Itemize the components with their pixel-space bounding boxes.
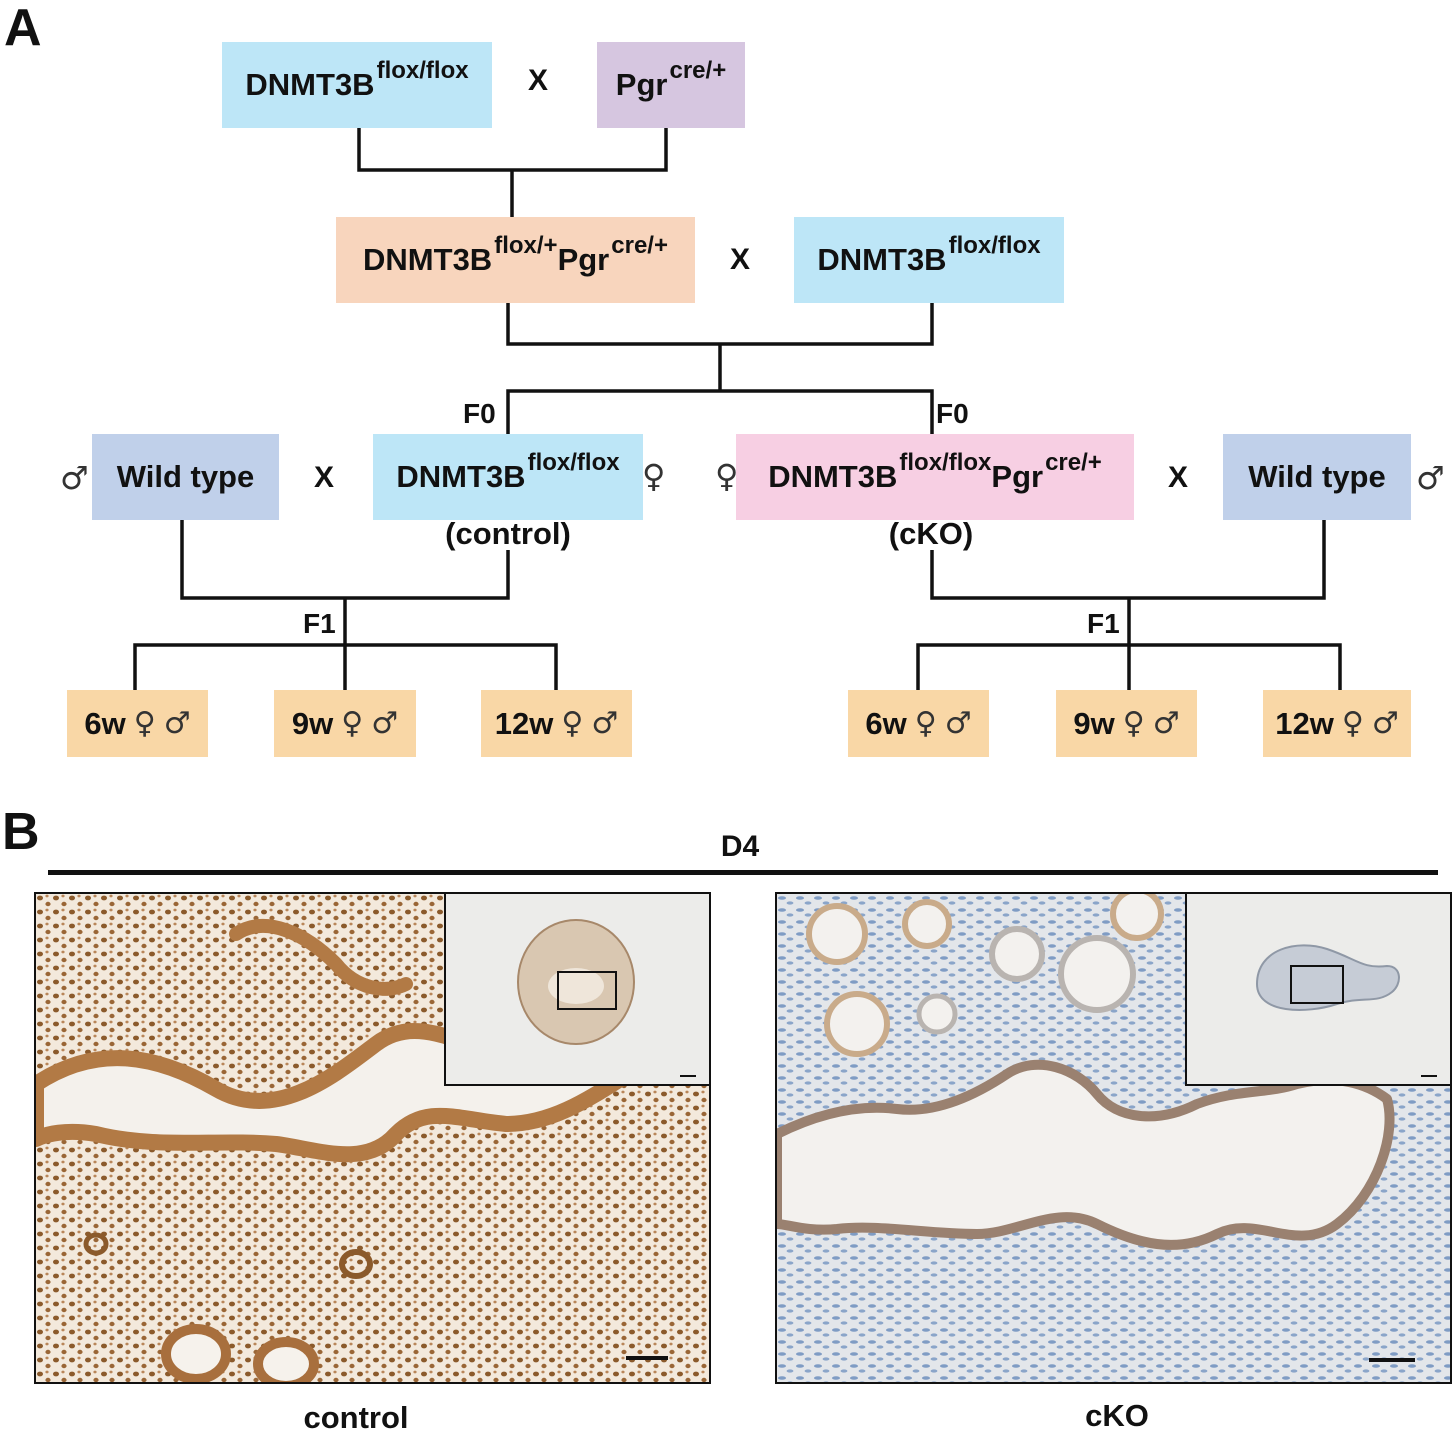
genotype-base: Pgr bbox=[991, 459, 1044, 494]
timepoint-label: D4 bbox=[720, 830, 760, 863]
age-label: 12w bbox=[1275, 705, 1334, 741]
age-box-control-9w: 9w♀♂ bbox=[274, 690, 416, 757]
micrograph-cko bbox=[775, 892, 1452, 1384]
genotype-sup: cre/+ bbox=[611, 232, 668, 259]
timepoint-bar bbox=[48, 870, 1438, 875]
age-box-control-6w: 6w♀♂ bbox=[67, 690, 208, 757]
genotype-base: DNMT3B bbox=[245, 67, 375, 102]
generation-label-f0-left: F0 bbox=[463, 398, 496, 429]
male-symbol: ♂ bbox=[163, 706, 191, 741]
cross-symbol-row2: X bbox=[730, 243, 751, 276]
age-box-control-12w: 12w♀♂ bbox=[481, 690, 632, 757]
micrograph-control bbox=[34, 892, 711, 1384]
generation-label-f1-right: F1 bbox=[1087, 608, 1120, 639]
generation-label-f0-right: F0 bbox=[936, 398, 969, 429]
age-box-cko-12w: 12w♀♂ bbox=[1263, 690, 1411, 757]
connector-row2 bbox=[506, 302, 934, 346]
scale-bar bbox=[1369, 1358, 1415, 1362]
wild-type-label: Wild type bbox=[116, 459, 255, 494]
genotype-base: DNMT3B bbox=[817, 242, 947, 277]
cross-symbol-left: X bbox=[314, 461, 335, 494]
pedigree-connectors bbox=[133, 128, 1342, 690]
female-symbol: ♀ bbox=[1341, 706, 1364, 741]
genotype-base: DNMT3B bbox=[396, 459, 526, 494]
genotype-sup: cre/+ bbox=[1045, 449, 1102, 476]
genotype-sup: flox/flox bbox=[527, 449, 620, 476]
genotype-sup: flox/flox bbox=[376, 57, 469, 84]
genotype-base: Pgr bbox=[557, 242, 610, 277]
caption-control: control bbox=[303, 1400, 409, 1435]
genotype-base: DNMT3B bbox=[768, 459, 898, 494]
age-box-cko-9w: 9w♀♂ bbox=[1056, 690, 1197, 757]
male-symbol: ♂ bbox=[371, 706, 399, 741]
female-symbol: ♀ bbox=[642, 457, 666, 495]
zoom-region-box bbox=[557, 971, 617, 1010]
male-symbol: ♂ bbox=[1371, 706, 1399, 741]
genotype-sup: cre/+ bbox=[669, 57, 727, 84]
age-label: 9w bbox=[1073, 705, 1115, 741]
scale-bar bbox=[626, 1356, 668, 1360]
micrograph-inset-control bbox=[444, 894, 709, 1086]
overview-cko bbox=[1255, 944, 1437, 1077]
male-symbol: ♂ bbox=[1152, 706, 1180, 741]
tissue-cko bbox=[777, 894, 1450, 1382]
male-symbol: ♂ bbox=[591, 706, 619, 741]
connector-f0 bbox=[506, 389, 934, 435]
genotype-sup: flox/+ bbox=[494, 232, 558, 259]
connector-row1 bbox=[357, 128, 668, 172]
overview-control bbox=[517, 919, 696, 1077]
wild-type-male-left: Wild type bbox=[92, 434, 279, 520]
genotype-sup: flox/flox bbox=[899, 449, 992, 476]
male-symbol: ♂ bbox=[1416, 459, 1445, 497]
cko-label: (cKO) bbox=[888, 516, 974, 551]
male-symbol: ♂ bbox=[944, 706, 972, 741]
cross-symbol-row1: X bbox=[528, 64, 549, 97]
age-label: 6w bbox=[865, 705, 907, 741]
wild-type-male-right: Wild type bbox=[1223, 434, 1411, 520]
age-box-cko-6w: 6w♀♂ bbox=[848, 690, 989, 757]
zoom-region-box bbox=[1290, 965, 1344, 1004]
female-symbol: ♀ bbox=[133, 706, 156, 741]
cross-symbol-right: X bbox=[1168, 461, 1189, 494]
age-label: 6w bbox=[84, 705, 126, 741]
female-symbol: ♀ bbox=[715, 457, 739, 495]
age-label: 12w bbox=[494, 705, 554, 741]
female-symbol: ♀ bbox=[914, 706, 937, 741]
genotype-sup: flox/flox bbox=[948, 232, 1041, 259]
wild-type-label: Wild type bbox=[1248, 459, 1386, 494]
female-symbol: ♀ bbox=[341, 706, 364, 741]
age-label: 9w bbox=[291, 705, 334, 741]
control-label: (control) bbox=[445, 516, 571, 551]
panel-a-label: A bbox=[4, 0, 42, 57]
caption-cko: cKO bbox=[1085, 1398, 1149, 1433]
female-symbol: ♀ bbox=[1122, 706, 1145, 741]
male-symbol: ♂ bbox=[60, 459, 89, 497]
female-symbol: ♀ bbox=[561, 706, 584, 741]
micrograph-inset-cko bbox=[1185, 894, 1450, 1086]
panel-b-label: B bbox=[2, 803, 40, 861]
generation-label-f1-left: F1 bbox=[303, 608, 336, 639]
genotype-base: Pgr bbox=[615, 67, 668, 102]
genotype-base: DNMT3B bbox=[363, 242, 493, 277]
